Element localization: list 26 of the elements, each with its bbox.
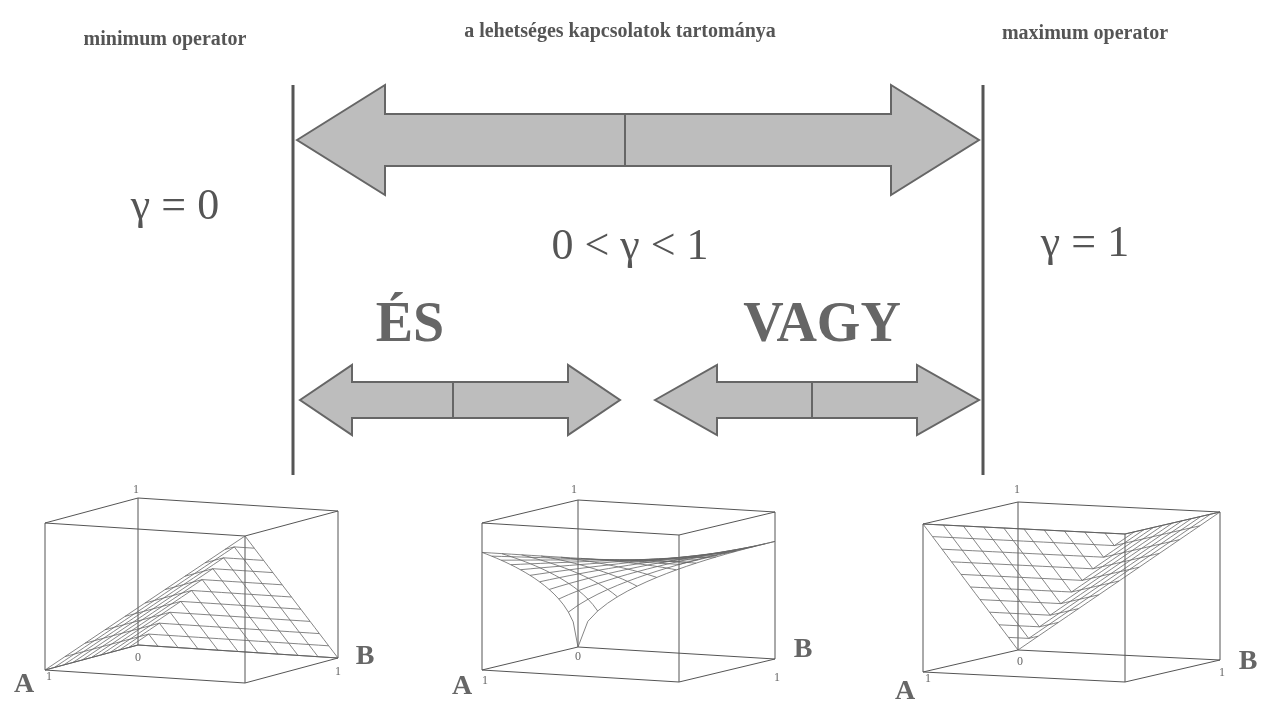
operator-label: ÉS	[375, 294, 445, 350]
axis-label: A	[13, 669, 35, 697]
tick-label: 1	[133, 483, 139, 495]
formula-label: 0 < γ < 1	[551, 223, 709, 267]
heading-label: minimum operator	[82, 26, 248, 51]
axis-label: B	[1238, 646, 1258, 674]
tick-label: 1	[774, 671, 780, 683]
operator-label: VAGY	[743, 294, 901, 350]
tick-label: 0	[135, 651, 141, 663]
tick-label: 1	[46, 670, 52, 682]
tick-label: 1	[1014, 483, 1020, 495]
tick-label: 1	[571, 483, 577, 495]
heading-label: a lehetséges kapcsolatok tartománya	[463, 18, 777, 43]
tick-label: 0	[1017, 655, 1023, 667]
axis-label: B	[355, 641, 375, 669]
axis-label: B	[793, 634, 813, 662]
tick-label: 1	[482, 674, 488, 686]
tick-label: 1	[335, 665, 341, 677]
axis-label: A	[894, 676, 916, 704]
formula-label: γ = 0	[130, 183, 220, 227]
tick-label: 0	[575, 650, 581, 662]
heading-label: maximum operator	[1000, 20, 1170, 45]
formula-label: γ = 1	[1040, 220, 1130, 264]
axis-label: A	[451, 671, 473, 699]
tick-label: 1	[1219, 666, 1225, 678]
tick-label: 1	[925, 672, 931, 684]
